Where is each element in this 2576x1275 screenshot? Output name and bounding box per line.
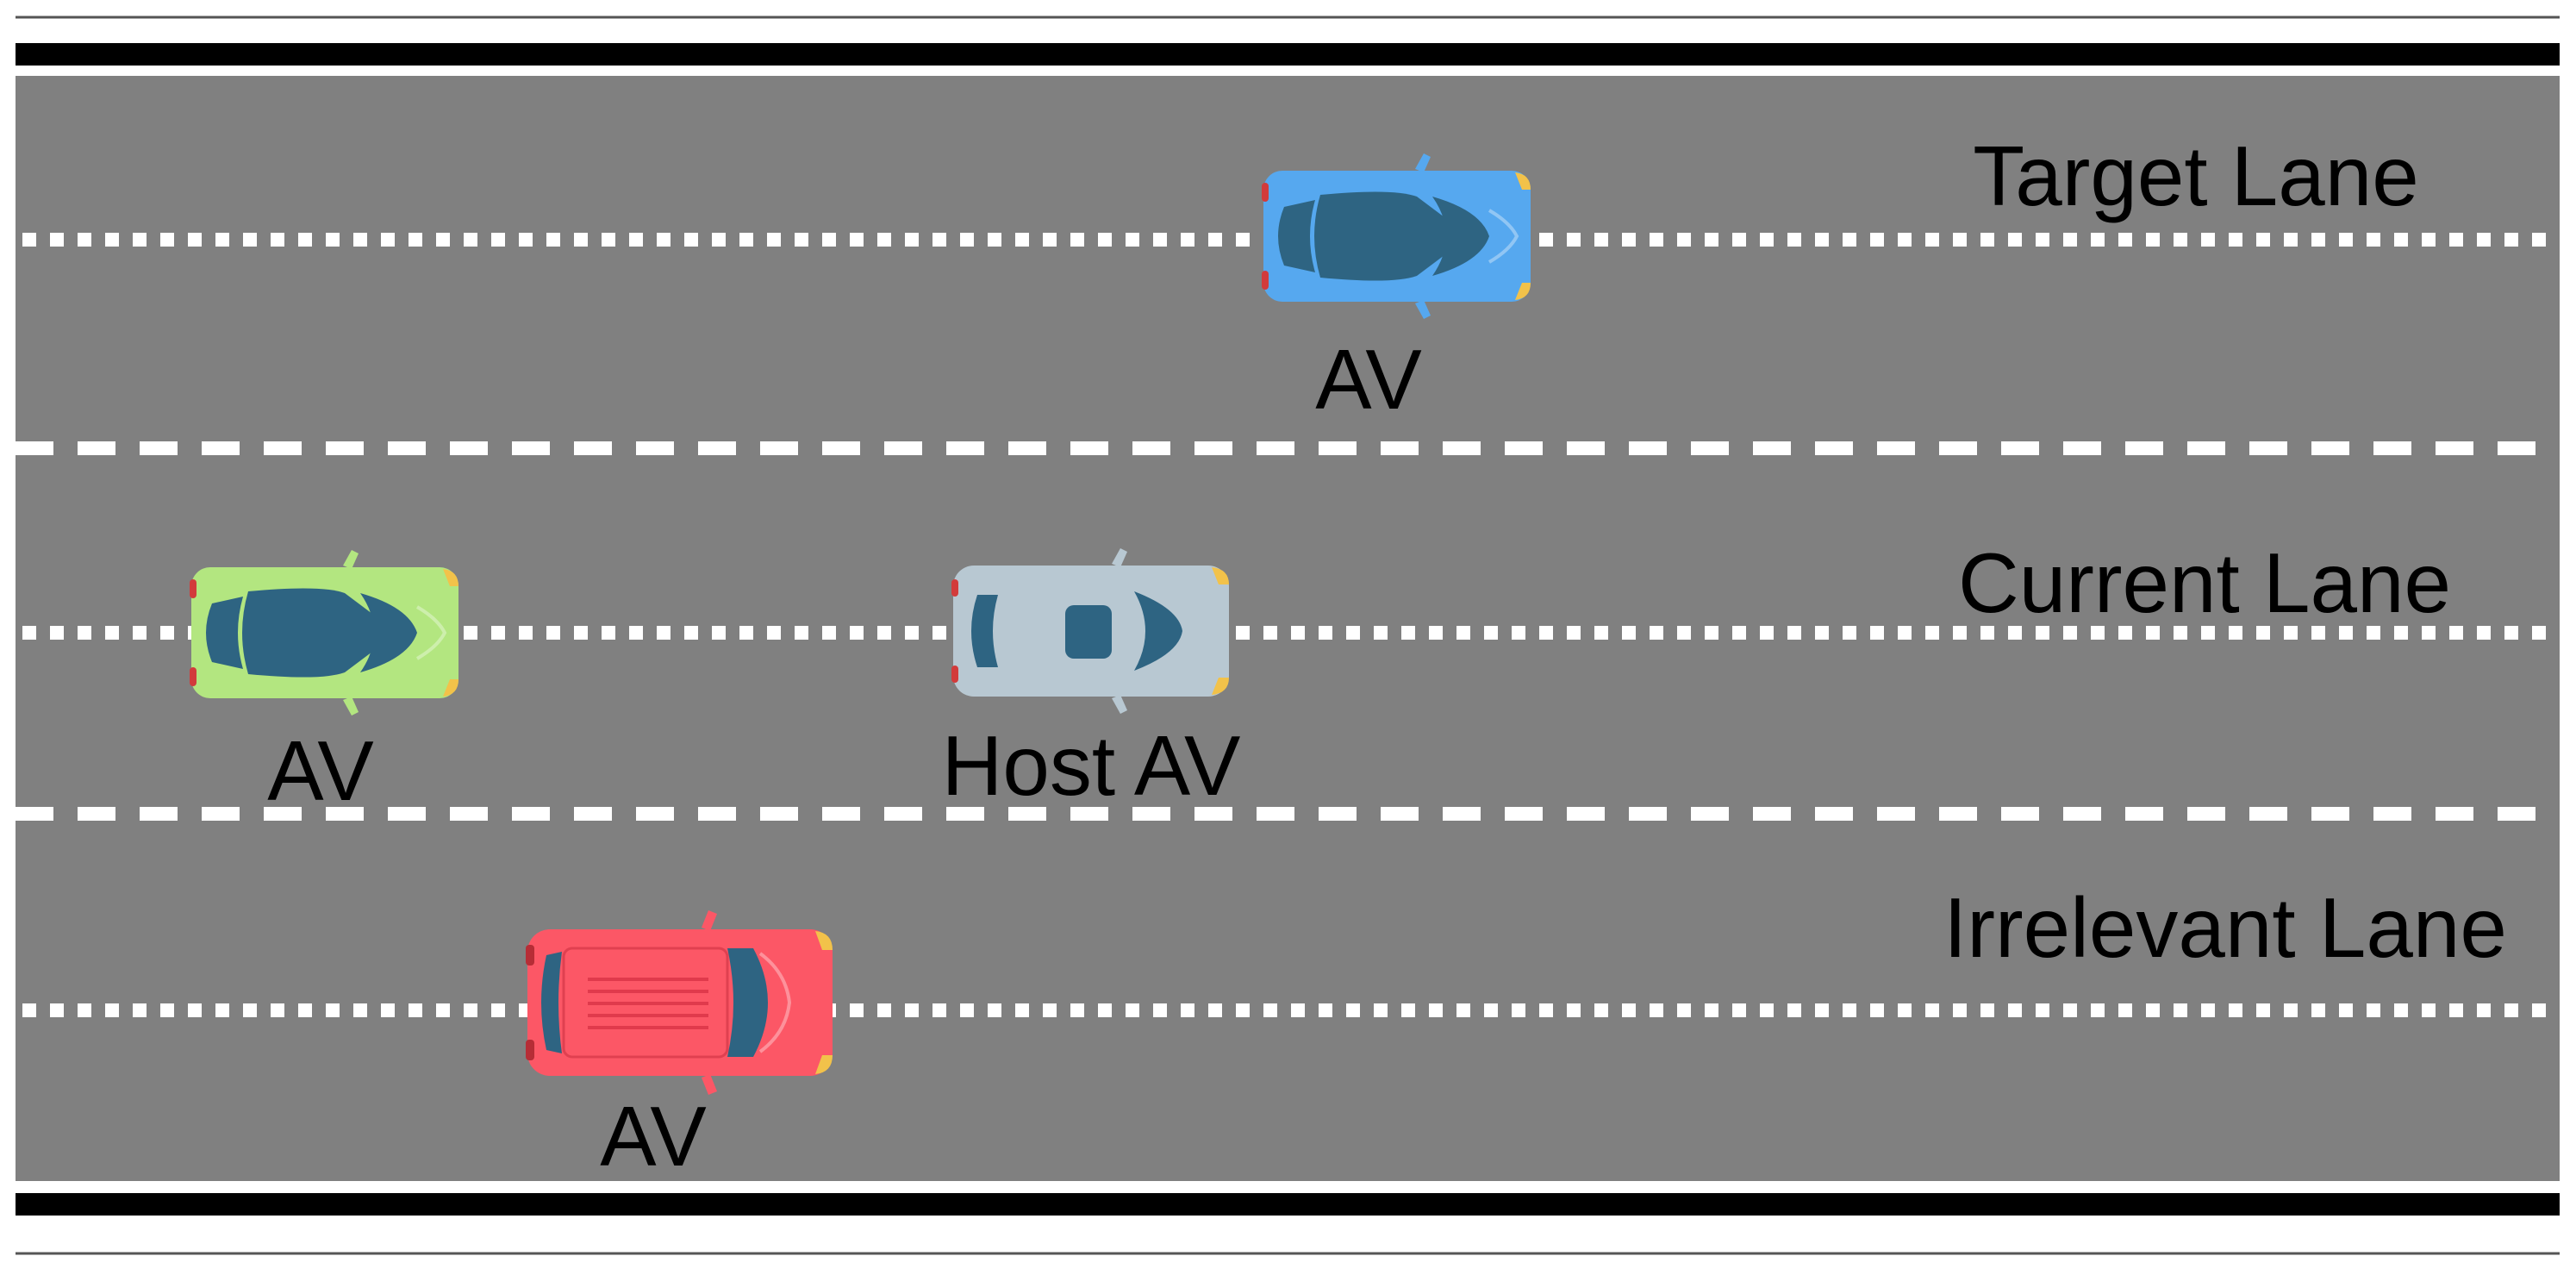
vehicle-label-target-av: AV [1315, 332, 1421, 427]
vehicle-label-irrelevant-av: AV [600, 1089, 706, 1184]
vehicle-irrelevant-av [526, 910, 833, 1095]
vehicle-target-av [1262, 153, 1531, 319]
vehicle-label-current-av: AV [267, 723, 373, 818]
car-icon [526, 910, 833, 1095]
car-icon [951, 548, 1229, 714]
road-bottom-edge [16, 1193, 2560, 1216]
car-icon [1262, 153, 1531, 319]
vehicle-current-av [190, 550, 458, 716]
vehicle-host-av [951, 548, 1229, 714]
lane-label-target: Target Lane [1973, 128, 2419, 223]
lane-label-current: Current Lane [1958, 535, 2451, 630]
vehicle-label-host-av: Host AV [942, 718, 1241, 813]
road-top-edge [16, 43, 2560, 66]
car-icon [190, 550, 458, 716]
lane-label-irrelevant: Irrelevant Lane [1943, 880, 2507, 975]
